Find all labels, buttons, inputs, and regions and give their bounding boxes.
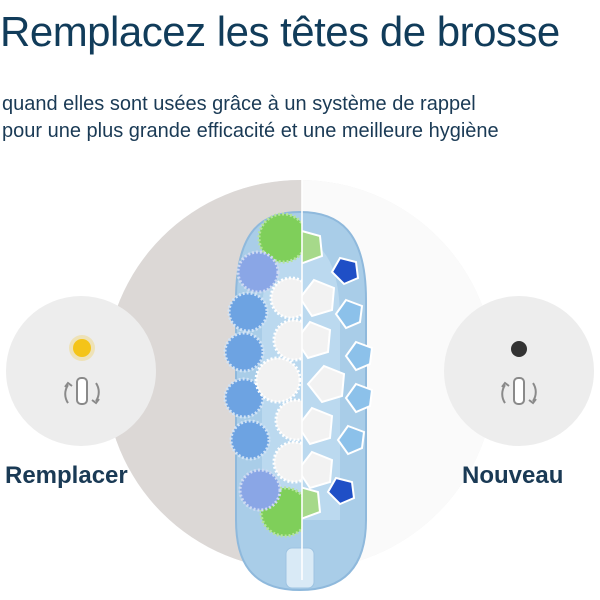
replace-label: Remplacer [5, 462, 128, 489]
replace-indicator [6, 296, 156, 446]
new-label: Nouveau [462, 462, 564, 489]
new-bristles [302, 230, 374, 520]
new-indicator [444, 296, 594, 446]
worn-bristles [223, 212, 302, 538]
brush-head-rotate-icon [501, 377, 537, 405]
new-status-light [511, 341, 527, 357]
brush-head-rotate-icon [64, 377, 100, 405]
subtitle-line-1: quand elles sont usées grâce à un systèm… [2, 93, 476, 115]
subtitle-line-2: pour une plus grande efficacité et une m… [2, 120, 499, 142]
replace-warning-light [73, 339, 91, 357]
page-subtitle: quand elles sont usées grâce à un systèm… [2, 91, 499, 145]
page-title: Remplacez les têtes de brosse [0, 8, 560, 55]
